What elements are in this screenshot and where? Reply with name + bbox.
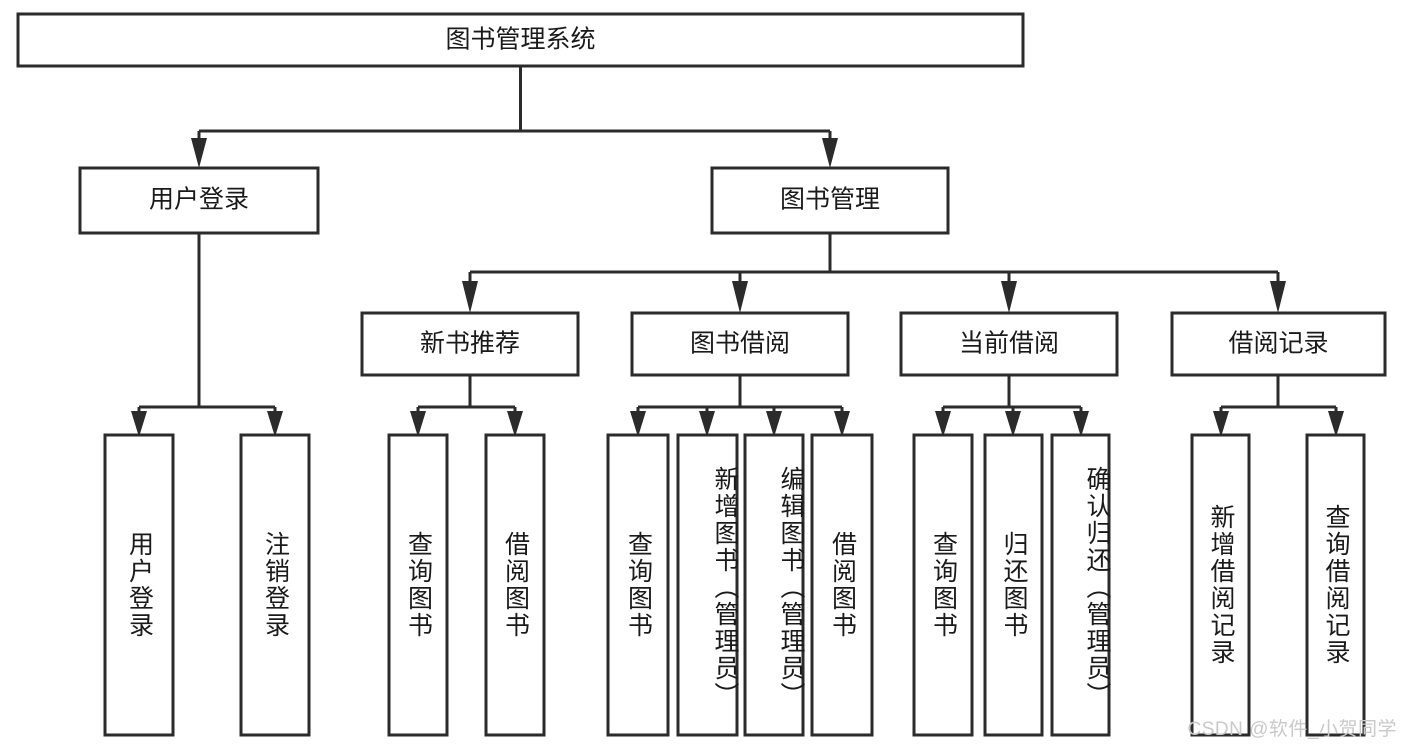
node-book-borrow[interactable]: 图书借阅 [630, 311, 850, 377]
arrowhead-leaf-edit-book [766, 411, 782, 437]
leaf-box-return-book[interactable] [983, 433, 1044, 737]
arrowhead-user-login [191, 138, 207, 168]
arrowhead-leaf-query-record [1328, 411, 1344, 437]
current-borrow-box[interactable] [899, 311, 1119, 377]
book-borrow-box[interactable] [630, 311, 850, 377]
node-user-login[interactable]: 用户登录 [78, 166, 320, 235]
arrowhead-leaf-add-book [699, 411, 715, 437]
connector-group-root-to-level2 [191, 66, 838, 168]
user-login-box[interactable] [78, 166, 320, 235]
arrowhead-leaf-borrow-book-2 [834, 411, 850, 437]
arrowhead-leaf-user-login [131, 411, 147, 437]
leaf-box-query-book-1[interactable] [387, 433, 449, 737]
arrowhead-borrow [732, 281, 748, 313]
arrowhead-current [1001, 281, 1017, 313]
arrowhead-leaf-query-book-1 [410, 411, 426, 437]
leaf-box-add-book[interactable] [676, 433, 739, 737]
arrowhead-records [1270, 281, 1286, 313]
new-book-recommend-label: 新书推荐 [420, 330, 520, 358]
arrowhead-leaf-query-book-3 [935, 411, 951, 437]
connector-group-borrow-to-leaves [630, 375, 850, 437]
leaf-box-borrow-book-1[interactable] [484, 433, 546, 737]
arrowhead-leaf-add-record [1213, 411, 1229, 437]
node-borrow-records[interactable]: 借阅记录 [1170, 311, 1387, 377]
node-current-borrow[interactable]: 当前借阅 [899, 311, 1119, 377]
arrowhead-leaf-borrow-book-1 [507, 411, 523, 437]
borrow-records-box[interactable] [1170, 311, 1387, 377]
book-borrow-label: 图书借阅 [690, 330, 790, 358]
borrow-records-label: 借阅记录 [1228, 330, 1328, 358]
node-root-book-management-system[interactable]: 图书管理系统 [16, 12, 1025, 68]
node-book-management[interactable]: 图书管理 [710, 166, 950, 235]
current-borrow-label: 当前借阅 [959, 330, 1059, 358]
connector-group-newbooks-to-leaves [410, 375, 523, 437]
leaf-box-borrow-book-2[interactable] [810, 433, 874, 737]
new-book-recommend-box[interactable] [360, 311, 580, 377]
arrowhead-leaf-query-book-2 [630, 411, 646, 437]
arrowhead-leaf-return-book [1005, 411, 1021, 437]
csdn-watermark: CSDN @软件_小贺同学 [1187, 719, 1397, 740]
arrowhead-new-books [462, 281, 478, 313]
connector-group-userlogin-to-leaves [131, 233, 283, 437]
book-management-box[interactable] [710, 166, 950, 235]
leaf-box-query-book-2[interactable] [606, 433, 670, 737]
arrowhead-book-mgmt [822, 138, 838, 168]
arrowhead-leaf-logout [267, 411, 283, 437]
connector-group-records-to-leaves [1213, 375, 1344, 437]
leaf-box-add-record[interactable] [1190, 433, 1251, 737]
leaf-box-query-record[interactable] [1305, 433, 1366, 737]
leaf-box-query-book-3[interactable] [912, 433, 974, 737]
node-new-book-recommend[interactable]: 新书推荐 [360, 311, 580, 377]
book-management-label: 图书管理 [780, 186, 880, 214]
root-box[interactable] [16, 12, 1025, 68]
leaf-box-logout[interactable] [239, 433, 311, 737]
leaf-box-confirm-return[interactable] [1050, 433, 1111, 737]
leaf-boxes [103, 433, 1366, 737]
connector-group-current-to-leaves [935, 375, 1089, 437]
arrowhead-leaf-confirm-return [1073, 411, 1089, 437]
leaf-box-edit-book[interactable] [743, 433, 805, 737]
user-login-label: 用户登录 [149, 186, 249, 214]
root-label: 图书管理系统 [445, 26, 595, 54]
connector-group-bookmgmt-to-level3 [462, 233, 1286, 313]
leaf-box-user-login[interactable] [103, 433, 175, 737]
